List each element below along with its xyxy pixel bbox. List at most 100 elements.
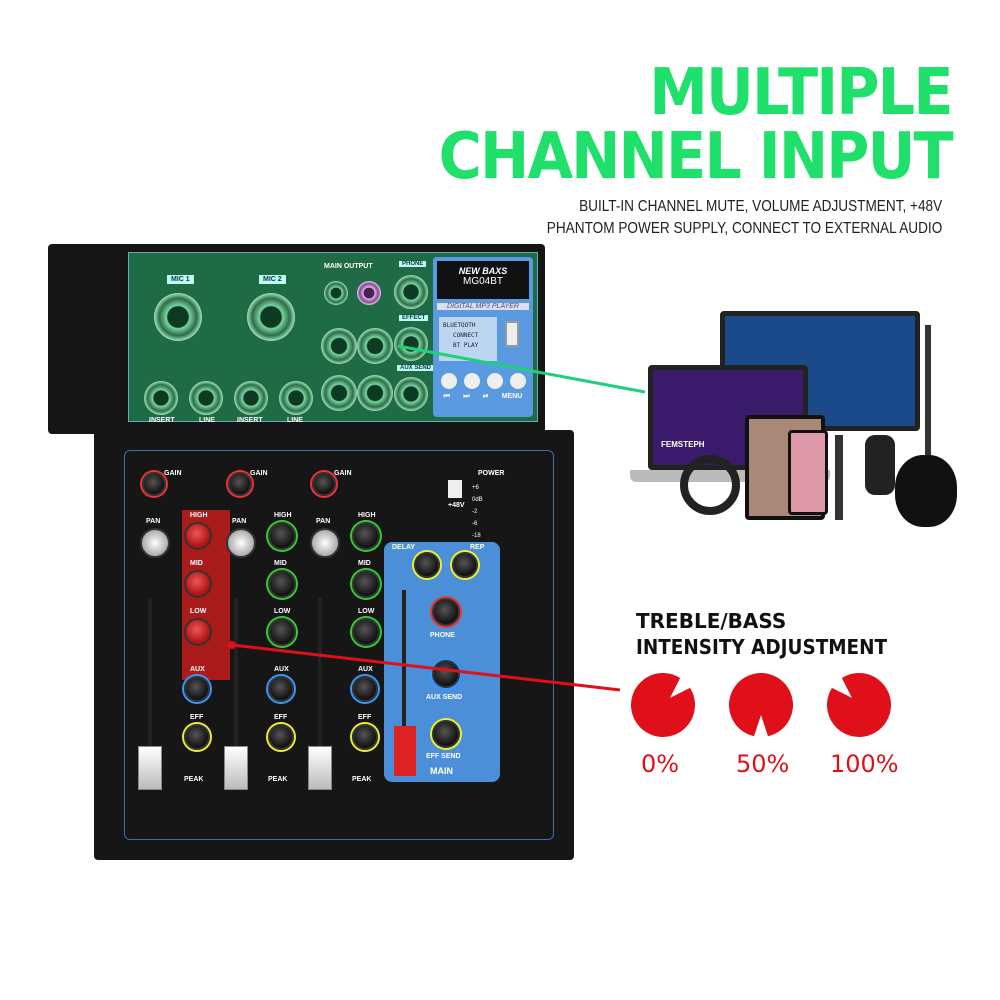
low-eq-knob[interactable]: [184, 618, 212, 646]
line-jack-1[interactable]: [189, 381, 223, 415]
xlr-jack-1[interactable]: [154, 293, 202, 341]
pan-label: PAN: [146, 518, 161, 525]
gain-label: GAIN: [334, 470, 352, 477]
headline-line2: CHANNEL INPUT: [438, 120, 954, 194]
aux-send-knob[interactable]: [432, 660, 460, 688]
peak-label: PEAK: [184, 776, 204, 783]
high-label: HIGH: [358, 512, 376, 519]
gain-knob[interactable]: [142, 472, 166, 496]
eff-send-label: EFF SEND: [426, 753, 461, 760]
rca-r[interactable]: [357, 281, 381, 305]
next-button[interactable]: [463, 373, 480, 389]
meter-label: +6: [472, 485, 479, 491]
menu-button[interactable]: [509, 373, 526, 389]
aux-knob[interactable]: [184, 676, 210, 702]
high-label: HIGH: [274, 512, 292, 519]
mic2-label: MIC 2: [259, 275, 286, 284]
channel-fader[interactable]: [138, 746, 162, 790]
laptop-text: FEMSTEPH: [661, 440, 705, 449]
eff-label: EFF: [358, 714, 372, 721]
eff-knob[interactable]: [184, 724, 210, 750]
channel-fader[interactable]: [308, 746, 332, 790]
mid-eq-knob[interactable]: [352, 570, 380, 598]
mid-eq-knob[interactable]: [184, 570, 212, 598]
low-eq-knob[interactable]: [268, 618, 296, 646]
mic1-label: MIC 1: [167, 275, 194, 284]
high-eq-knob[interactable]: [184, 522, 212, 550]
lcd-line: CONNECT: [453, 332, 479, 339]
input-3[interactable]: [321, 375, 357, 411]
eff-send-knob[interactable]: [432, 720, 460, 748]
play-pause-icon: ⏯: [482, 393, 489, 400]
pan-knob[interactable]: [226, 528, 256, 558]
pan-knob[interactable]: [140, 528, 170, 558]
aux-send-jack[interactable]: [394, 377, 428, 411]
main-label: MAIN: [430, 766, 453, 776]
knob-level-icon: [729, 673, 793, 737]
meter-label: -6: [472, 521, 478, 527]
subtitle-line2: PHANTOM POWER SUPPLY, CONNECT TO EXTERNA…: [546, 220, 942, 237]
aux-knob[interactable]: [352, 676, 378, 702]
prev-icon: ⏮: [443, 393, 450, 400]
insert-jack-1[interactable]: [144, 381, 178, 415]
gain-knob[interactable]: [312, 472, 336, 496]
high-eq-knob[interactable]: [352, 522, 380, 550]
meter-label: -18: [472, 533, 481, 539]
main-out-r[interactable]: [357, 328, 393, 364]
next-icon: ⏭: [463, 393, 470, 400]
channel-fader[interactable]: [224, 746, 248, 790]
rep-knob[interactable]: [452, 552, 478, 578]
master-aux-send-label: AUX SEND: [426, 694, 463, 701]
menu-label: MENU: [501, 393, 523, 400]
phone-knob[interactable]: [432, 598, 460, 626]
eff-knob[interactable]: [268, 724, 294, 750]
high-eq-knob[interactable]: [268, 522, 296, 550]
aux-label: AUX: [358, 666, 373, 673]
delay-knob[interactable]: [414, 552, 440, 578]
aux-send-label: AUX SEND: [397, 365, 435, 371]
mixer: MIC 1 INSERT LINE MIC 2 INSERT LINE MAIN…: [48, 244, 574, 864]
line-jack-2[interactable]: [279, 381, 313, 415]
effect-jack[interactable]: [394, 327, 428, 361]
meter-label: 0dB: [472, 497, 483, 503]
prev-button[interactable]: [440, 373, 457, 389]
gain-knob[interactable]: [228, 472, 252, 496]
main-fader[interactable]: [394, 726, 416, 776]
pan-knob[interactable]: [310, 528, 340, 558]
input-4[interactable]: [357, 375, 393, 411]
xlr-jack-2[interactable]: [247, 293, 295, 341]
pan-label: PAN: [232, 518, 247, 525]
phantom-switch[interactable]: [448, 480, 462, 498]
usb-port[interactable]: [505, 321, 519, 347]
headphones: [680, 455, 740, 515]
rca-l[interactable]: [324, 281, 348, 305]
red-pointer-line: [231, 643, 621, 692]
aux-knob[interactable]: [268, 676, 294, 702]
mid-eq-knob[interactable]: [268, 570, 296, 598]
model-label: MG04BT: [462, 276, 503, 287]
peak-label: PEAK: [268, 776, 288, 783]
phone-jack[interactable]: [394, 275, 428, 309]
mid-label: MID: [190, 560, 203, 567]
mp3-player: NEW BAXS MG04BT DIGITAL MP3 PLAYER BLUET…: [433, 257, 533, 417]
insert-label-1: INSERT: [149, 417, 175, 424]
eff-knob[interactable]: [352, 724, 378, 750]
play-pause-button[interactable]: [486, 373, 503, 389]
low-eq-knob[interactable]: [352, 618, 380, 646]
callout-title-line1: TREBLE/BASS: [636, 609, 787, 633]
channel-fader-track: [234, 598, 238, 788]
main-out-l[interactable]: [321, 328, 357, 364]
low-label: LOW: [190, 608, 207, 615]
insert-jack-2[interactable]: [234, 381, 268, 415]
channel-fader-track: [318, 598, 322, 788]
level-label-50: 50%: [736, 750, 790, 778]
level-label-0: 0%: [641, 750, 680, 778]
studio-mic: [865, 435, 895, 495]
top-panel: MIC 1 INSERT LINE MIC 2 INSERT LINE MAIN…: [128, 252, 538, 424]
headline-line1: MULTIPLE: [649, 56, 954, 130]
phone: [788, 430, 828, 515]
mixer-front-body: DELAY REP PHONE AUX SEND EFF SEND MAIN P…: [94, 430, 574, 860]
level-label-100: 100%: [830, 750, 899, 778]
power-label: POWER: [478, 470, 505, 477]
